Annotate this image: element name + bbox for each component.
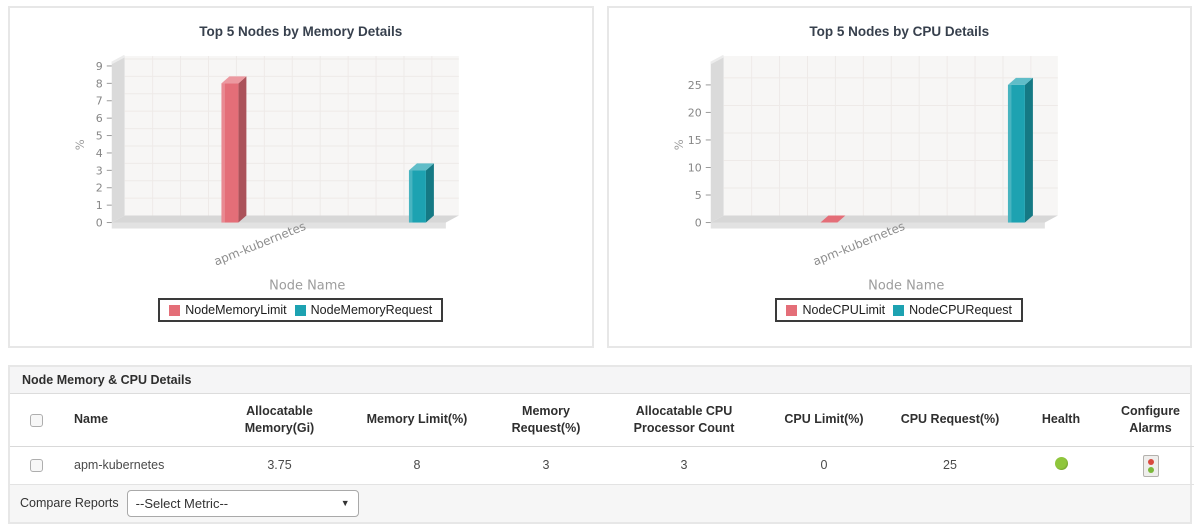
configure-alarms-icon[interactable]	[1142, 454, 1159, 477]
table-title: Node Memory & CPU Details	[10, 367, 1190, 394]
row-checkbox[interactable]	[29, 459, 43, 473]
cpu-legend-wrap: NodeCPULimit NodeCPURequest	[609, 298, 1191, 323]
svg-text:Node Name: Node Name	[868, 278, 944, 293]
node-details-table: Name Allocatable Memory(Gi) Memory Limit…	[10, 394, 1194, 485]
select-all-checkbox[interactable]	[29, 413, 43, 427]
cpu-request-swatch-icon	[893, 304, 905, 316]
compare-reports-label: Compare Reports	[20, 496, 119, 511]
health-cell	[1015, 446, 1107, 485]
table-header-row: Name Allocatable Memory(Gi) Memory Limit…	[10, 394, 1194, 447]
svg-text:7: 7	[96, 95, 103, 108]
col-memory-request: Memory Request(%)	[487, 394, 605, 447]
legend-item: NodeCPULimit	[786, 303, 885, 317]
node-details-panel: Node Memory & CPU Details Name Allocatab…	[8, 365, 1194, 524]
svg-text:0: 0	[96, 217, 103, 230]
legend-item: NodeMemoryRequest	[294, 303, 433, 318]
memory-request-swatch-icon	[294, 304, 306, 316]
svg-text:9: 9	[96, 60, 103, 73]
col-allocatable-memory: Allocatable Memory(Gi)	[212, 394, 347, 447]
col-cpu-request: CPU Request(%)	[885, 394, 1015, 447]
svg-text:Node Name: Node Name	[269, 278, 345, 293]
alarm-red-dot-icon	[1147, 458, 1154, 465]
cpu-chart-legend: NodeCPULimit NodeCPURequest	[775, 298, 1023, 323]
legend-label: NodeMemoryRequest	[310, 303, 433, 318]
configure-alarms-cell	[1107, 446, 1194, 485]
memory-request-cell: 3	[487, 446, 605, 485]
health-status-dot	[1054, 457, 1068, 471]
col-configure-alarms: Configure Alarms	[1107, 394, 1194, 447]
svg-text:1: 1	[96, 199, 103, 212]
allocatable-memory-cell: 3.75	[212, 446, 347, 485]
col-cpu-limit: CPU Limit(%)	[763, 394, 885, 447]
col-memory-limit: Memory Limit(%)	[347, 394, 487, 447]
alarm-green-dot-icon	[1147, 466, 1154, 473]
compare-reports-select[interactable]: --Select Metric--	[126, 489, 359, 517]
svg-text:0: 0	[694, 217, 701, 230]
svg-text:8: 8	[96, 77, 103, 90]
legend-label: NodeCPURequest	[909, 303, 1012, 318]
svg-text:6: 6	[96, 112, 103, 125]
svg-text:5: 5	[96, 130, 103, 143]
select-all-cell	[10, 394, 62, 447]
legend-item: NodeMemoryLimit	[169, 303, 287, 318]
memory-legend-wrap: NodeMemoryLimit NodeMemoryRequest	[10, 298, 592, 323]
col-name: Name	[62, 394, 212, 447]
row-select-cell	[10, 446, 62, 485]
col-health: Health	[1015, 394, 1107, 447]
col-allocatable-cpu: Allocatable CPU Processor Count	[605, 394, 763, 447]
svg-text:4: 4	[96, 147, 103, 160]
svg-text:20: 20	[687, 106, 701, 119]
memory-chart-legend: NodeMemoryLimit NodeMemoryRequest	[158, 298, 444, 323]
node-name-cell[interactable]: apm-kubernetes	[62, 446, 212, 485]
svg-text:10: 10	[687, 161, 701, 174]
memory-limit-cell: 8	[347, 446, 487, 485]
legend-label: NodeMemoryLimit	[185, 303, 287, 318]
memory-limit-swatch-icon	[169, 304, 181, 316]
svg-text:15: 15	[687, 134, 701, 147]
cpu-limit-swatch-icon	[786, 304, 798, 316]
charts-row: Top 5 Nodes by Memory Details 0 1 2 3 4 5 6 7 8 9…	[8, 6, 1192, 348]
legend-item: NodeCPURequest	[893, 303, 1012, 317]
svg-text:%: %	[73, 139, 87, 150]
allocatable-cpu-cell: 3	[605, 446, 763, 485]
svg-text:25: 25	[687, 79, 701, 92]
memory-chart-title: Top 5 Nodes by Memory Details	[199, 24, 403, 39]
cpu-chart-title: Top 5 Nodes by CPU Details	[809, 24, 990, 39]
table-footer: Compare Reports --Select Metric-- ▼	[10, 484, 1190, 522]
cpu-limit-cell: 0	[763, 446, 885, 485]
svg-text:3: 3	[96, 164, 103, 177]
metric-select-wrap: --Select Metric-- ▼	[126, 489, 359, 517]
svg-text:5: 5	[694, 189, 701, 202]
svg-text:%: %	[671, 139, 685, 150]
memory-chart-panel: Top 5 Nodes by Memory Details 0 1 2 3 4 5 6 7 8 9…	[8, 6, 594, 348]
legend-label: NodeCPULimit	[802, 303, 886, 318]
svg-text:2: 2	[96, 182, 103, 195]
cpu-request-cell: 25	[885, 446, 1015, 485]
table-row: apm-kubernetes 3.75 8 3 3 0 25	[10, 446, 1194, 485]
